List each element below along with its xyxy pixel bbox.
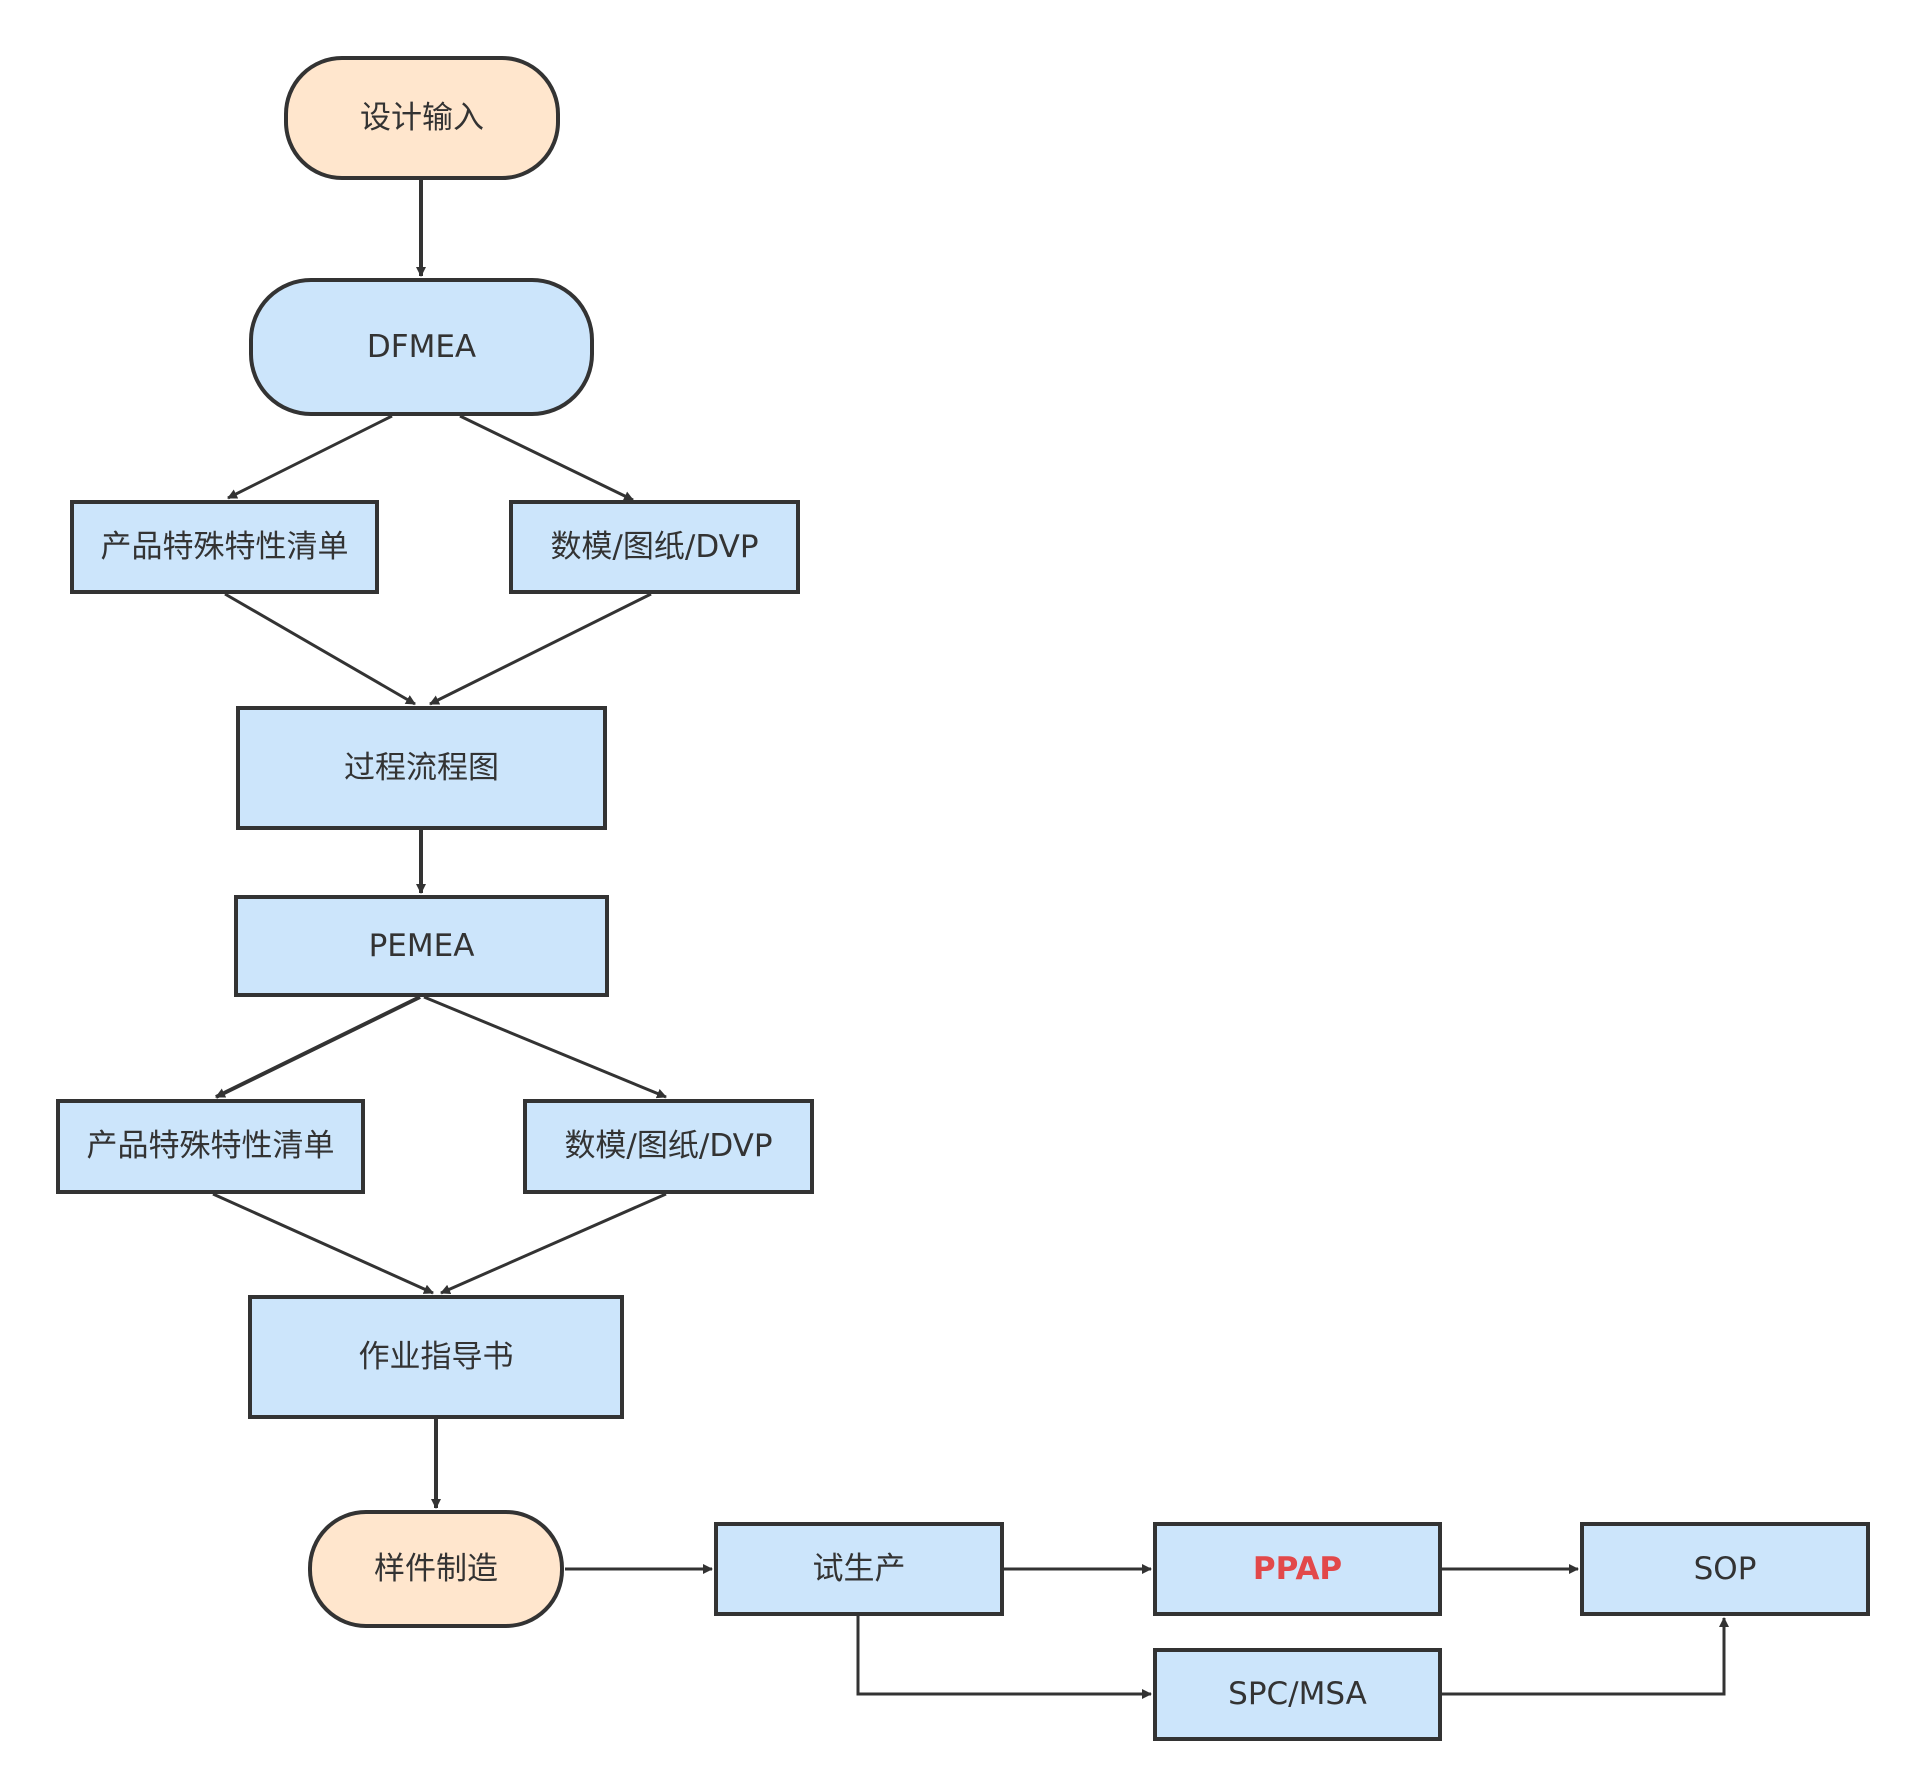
- arrow-dfmea-to-model-drawing-1: [459, 414, 634, 502]
- node-work-instruction: 作业指导书: [248, 1295, 624, 1419]
- node-sample-making-label: 样件制造: [374, 1550, 498, 1587]
- node-sop: SOP: [1580, 1522, 1870, 1616]
- node-dfmea-label: DFMEA: [366, 328, 477, 365]
- arrow-spc-msa-to-sop: [1442, 1617, 1729, 1696]
- node-model-drawing-1-label: 数模/图纸/DVP: [550, 528, 759, 565]
- arrow-pemea-to-model-drawing-2: [423, 995, 667, 1099]
- node-model-drawing-2: 数模/图纸/DVP: [523, 1099, 814, 1194]
- node-product-char-2-label: 产品特殊特性清单: [86, 1128, 335, 1164]
- node-product-char-1: 产品特殊特性清单: [70, 500, 379, 594]
- arrow-product-char-1-to-process-flow: [224, 592, 416, 706]
- arrow-trial-production-to-spc-msa: [856, 1616, 1152, 1699]
- node-process-flow: 过程流程图: [236, 706, 607, 830]
- arrow-pemea-to-product-char-2: [215, 995, 421, 1099]
- node-sop-label: SOP: [1693, 1550, 1757, 1587]
- arrow-dfmea-to-product-char-1: [227, 414, 393, 500]
- node-pemea: PEMEA: [234, 895, 609, 997]
- node-design-input: 设计输入: [284, 56, 560, 180]
- node-model-drawing-1: 数模/图纸/DVP: [509, 500, 800, 594]
- node-product-char-1-label: 产品特殊特性清单: [100, 528, 349, 565]
- node-model-drawing-2-label: 数模/图纸/DVP: [564, 1128, 773, 1164]
- node-product-char-2: 产品特殊特性清单: [56, 1099, 365, 1194]
- node-pemea-label: PEMEA: [368, 927, 475, 964]
- node-spc-msa-label: SPC/MSA: [1228, 1676, 1367, 1712]
- arrow-model-drawing-2-to-work-instruction: [440, 1192, 667, 1295]
- node-spc-msa: SPC/MSA: [1153, 1648, 1442, 1741]
- node-ppap-label: PPAP: [1252, 1550, 1343, 1587]
- node-trial-production-label: 试生产: [812, 1550, 906, 1587]
- node-trial-production: 试生产: [714, 1522, 1004, 1616]
- node-process-flow-label: 过程流程图: [344, 749, 499, 786]
- arrow-model-drawing-1-to-process-flow: [429, 592, 652, 706]
- node-sample-making: 样件制造: [308, 1510, 564, 1628]
- node-ppap: PPAP: [1153, 1522, 1442, 1616]
- node-work-instruction-label: 作业指导书: [358, 1338, 514, 1375]
- node-dfmea: DFMEA: [249, 278, 594, 416]
- arrow-product-char-2-to-work-instruction: [212, 1192, 434, 1295]
- node-design-input-label: 设计输入: [360, 99, 484, 136]
